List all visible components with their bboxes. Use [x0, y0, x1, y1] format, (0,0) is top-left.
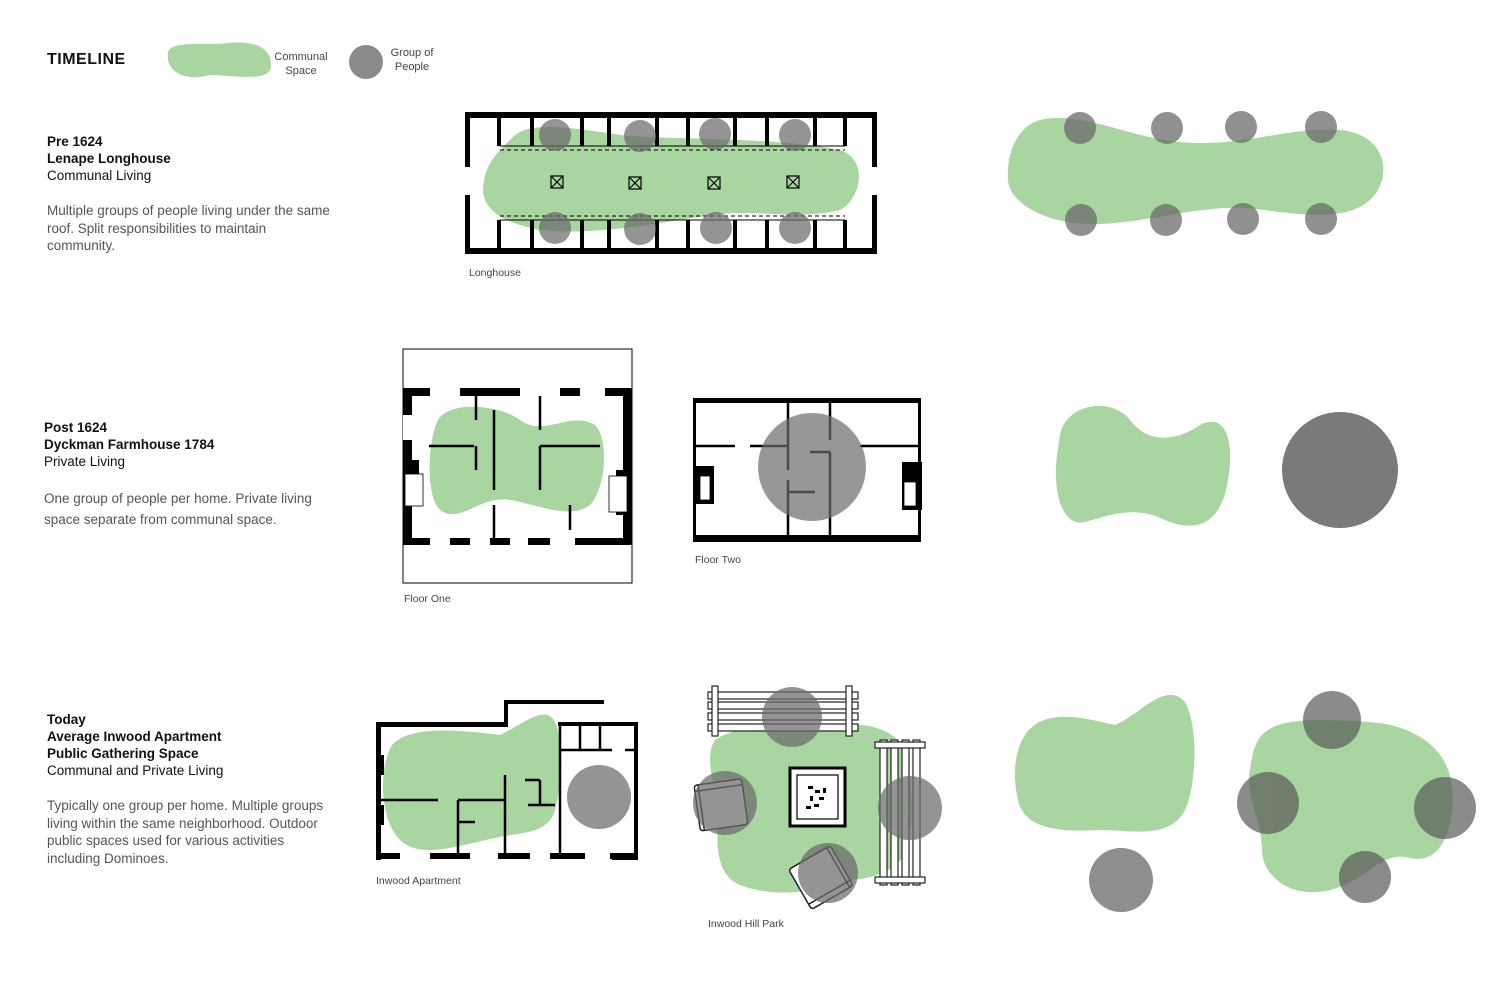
legend-communal-label: Communal Space	[266, 50, 336, 78]
era-period: Pre 1624	[47, 134, 103, 149]
communal-space-legend-icon	[167, 42, 272, 78]
era-pre1624-description: Multiple groups of people living under t…	[47, 203, 330, 253]
today-abstract-people-circle-bottom	[1089, 848, 1153, 912]
apartment-communal-blob	[382, 714, 562, 851]
era-post1624-description: One group of people per home. Private li…	[44, 491, 312, 527]
legend-people-label: Group of People	[377, 46, 447, 74]
legend-people-label-line2: People	[394, 61, 430, 73]
era-name: Average Inwood Apartment	[47, 729, 222, 744]
era-today-heading: Today Average Inwood Apartment Public Ga…	[47, 711, 347, 779]
group-of-people-legend-icon	[349, 45, 383, 79]
farmhouse-floor-two-plan	[693, 398, 922, 542]
legend-communal-label-line1: Communal	[274, 51, 328, 63]
longhouse-communal-blob	[483, 126, 859, 232]
today-abstract-communal-blob-left	[1014, 694, 1195, 832]
era-today-description: Typically one group per home. Multiple g…	[47, 798, 324, 866]
farmhouse-floor-one-plan	[402, 348, 633, 584]
era-period: Today	[47, 712, 86, 727]
floor-two-people-circle	[758, 413, 866, 521]
caption-floor-one: Floor One	[404, 593, 451, 605]
era-name: Dyckman Farmhouse 1784	[44, 437, 215, 452]
longhouse-abstract-diagram	[1007, 111, 1384, 236]
farmhouse-abstract-diagram	[1055, 405, 1398, 528]
apartment-people-circle	[567, 765, 631, 829]
legend-title: TIMELINE	[47, 51, 126, 68]
caption-inwood-apartment: Inwood Apartment	[376, 875, 461, 887]
era-name: Lenape Longhouse	[47, 151, 171, 166]
era-living: Communal and Private Living	[47, 763, 224, 778]
longhouse-plan	[465, 112, 877, 254]
era-living: Private Living	[44, 454, 126, 469]
caption-longhouse: Longhouse	[469, 267, 521, 279]
legend-communal-label-line2: Space	[285, 65, 317, 77]
legend-people-label-line1: Group of	[390, 47, 434, 59]
inwood-hill-park-plan	[693, 685, 942, 910]
farmhouse-abstract-people-circle	[1282, 412, 1398, 528]
era-pre1624-heading: Pre 1624 Lenape Longhouse Communal Livin…	[47, 133, 347, 184]
era-living: Communal Living	[47, 168, 152, 183]
era-period: Post 1624	[44, 420, 108, 435]
floor-one-communal-blob	[429, 406, 605, 515]
era-subname: Public Gathering Space	[47, 746, 199, 761]
today-abstract-communal-blob-right	[1249, 719, 1453, 893]
caption-inwood-hill-park: Inwood Hill Park	[708, 918, 784, 930]
caption-floor-two: Floor Two	[695, 554, 741, 566]
longhouse-abstract-communal-blob	[1007, 117, 1384, 225]
era-post1624-heading: Post 1624 Dyckman Farmhouse 1784 Private…	[44, 419, 344, 470]
farmhouse-abstract-communal-blob	[1055, 405, 1231, 526]
inwood-apartment-plan	[376, 700, 638, 860]
domino-table	[788, 766, 847, 828]
today-abstract-diagram	[1014, 691, 1476, 912]
